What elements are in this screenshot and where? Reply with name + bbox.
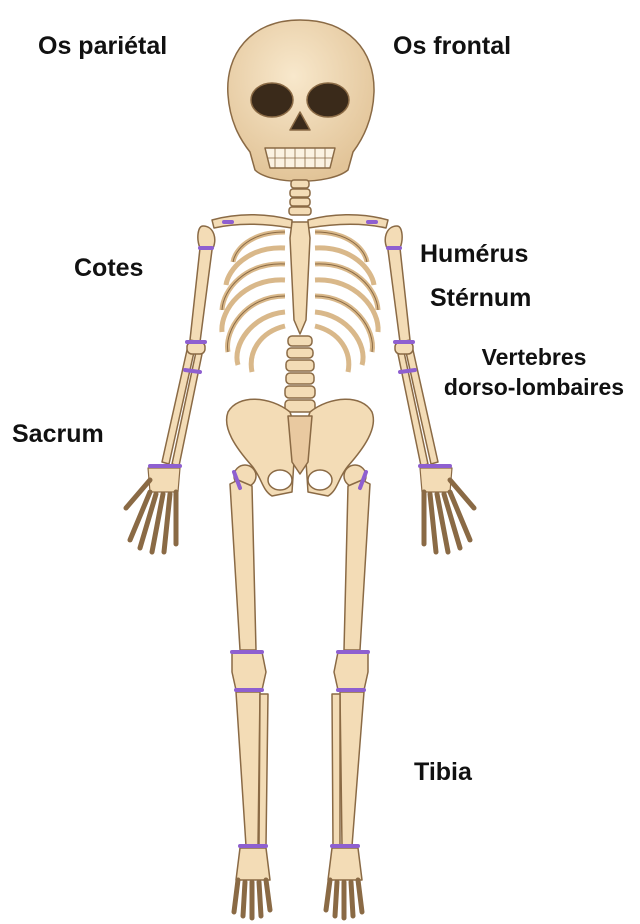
label-tibia: Tibia	[414, 758, 472, 787]
label-sacrum: Sacrum	[12, 420, 104, 449]
label-sternum: Stérnum	[430, 284, 531, 313]
label-cotes: Cotes	[74, 254, 143, 283]
label-vertebres-line1: Vertebres	[428, 342, 640, 372]
label-vertebres: Vertebres dorso-lombaires	[428, 342, 640, 402]
skull	[228, 20, 374, 181]
label-os-frontal: Os frontal	[393, 32, 511, 61]
right-hand	[420, 468, 474, 552]
label-vertebres-line2: dorso-lombaires	[428, 372, 640, 402]
lumbar-spine	[285, 336, 315, 412]
cervical-spine	[289, 180, 311, 215]
label-os-parietal: Os pariétal	[38, 32, 167, 61]
left-hand	[126, 468, 180, 552]
left-arm	[162, 226, 215, 466]
label-humerus: Humérus	[420, 240, 528, 269]
sternum	[290, 222, 310, 334]
